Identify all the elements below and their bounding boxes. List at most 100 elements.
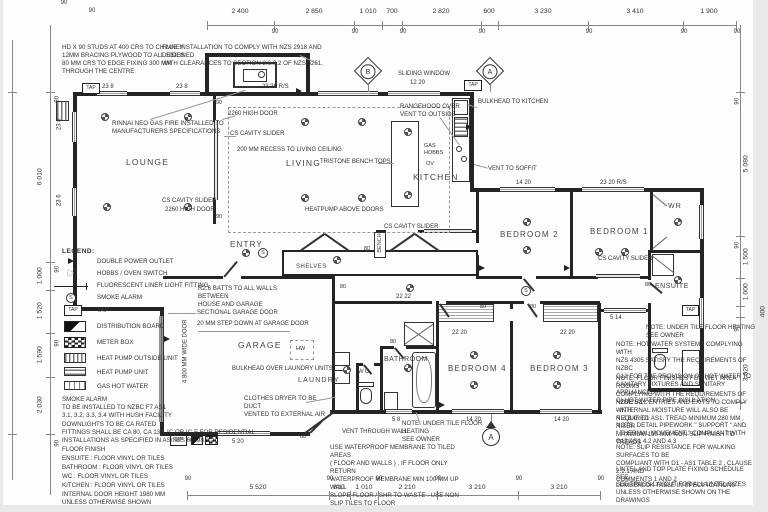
- wardrobe-bed4: [438, 304, 494, 322]
- section-marker-stem: [490, 84, 491, 92]
- legend-item-label: DOUBLE POWER OUTLET: [97, 258, 174, 265]
- door-width-tag: 80: [480, 304, 487, 310]
- window: [170, 91, 200, 96]
- dim-90: 90: [734, 97, 741, 105]
- door-width-tag: 80: [364, 246, 371, 252]
- sheet-edge-left: [0, 0, 3, 512]
- window-label: 5 14: [610, 315, 622, 321]
- wall-wr-west: [650, 191, 653, 253]
- ensuite-wc-pan: [654, 354, 666, 370]
- wall-bath-north: [406, 346, 438, 349]
- section-marker-b: B: [353, 56, 383, 86]
- dim-90: 90: [271, 29, 279, 35]
- dim-tick: [402, 21, 403, 30]
- window: [386, 409, 412, 414]
- power-outlet-icon: [164, 336, 170, 342]
- downlight-icon: [595, 248, 603, 256]
- wall-slider-jamb: [213, 198, 216, 224]
- downlight-icon: [358, 118, 366, 126]
- note-garage-door-width: 4 800 MM WIDE DOOR: [182, 319, 189, 384]
- dim-label: 1 010: [355, 484, 373, 491]
- laundry-tub: [334, 352, 350, 366]
- note-floor-wc: WC : FLOOR VINYL OR TILES: [62, 473, 148, 480]
- hw-unit-dashed: [290, 340, 314, 360]
- bath-vanity: [384, 392, 398, 410]
- dim-tick: [736, 236, 745, 237]
- dim-tick: [274, 21, 275, 30]
- note-step-down: 20 MM STEP DOWN AT GARAGE DOOR: [197, 321, 309, 327]
- window-label: 14 20: [554, 417, 570, 423]
- note-heatpump: HEATPUMP ABOVE DOORS: [305, 207, 384, 213]
- power-outlet-icon: [479, 265, 485, 271]
- bath-tub: [412, 352, 436, 408]
- power-outlet-icon: [296, 88, 302, 94]
- dim-tick: [736, 278, 745, 279]
- wall-wc-north: [374, 363, 382, 366]
- note-floor-finish: FLOOR FINISH: [62, 446, 106, 453]
- dim-tick: [354, 21, 355, 30]
- dim-90: 90: [54, 339, 61, 347]
- downlight-icon: [301, 194, 309, 202]
- note-waterproof: USE WATERPROOF MEMBRANE TO TILED AREAS (…: [330, 444, 459, 508]
- meter-box: [205, 436, 218, 445]
- dim-label: 2 820: [432, 8, 450, 15]
- note-cavity-slider: CS CAVITY SLIDER: [230, 131, 285, 137]
- sheet-edge-right: [753, 0, 768, 512]
- note-floor-kitchen: KITCHEN : FLOOR VINYL OR TILES: [62, 482, 165, 489]
- room-label-kitchen: KITCHEN: [413, 172, 459, 182]
- window-label: 23 20 R/S: [600, 180, 627, 186]
- wall-hall-south: [332, 301, 432, 304]
- dim-tick: [736, 402, 745, 403]
- ensuite-cistern: [652, 348, 668, 353]
- dim-tick: [46, 290, 55, 291]
- downlight-icon: [523, 246, 531, 254]
- dim-label: 810: [333, 484, 345, 491]
- note-gas-fire: RINNAI NEO GAS FIRE INSTALLED TO MANUFAC…: [112, 120, 224, 136]
- dim-90: 90: [597, 476, 605, 482]
- cavity-slider: [596, 274, 640, 278]
- note-chimney: HD X 90 STUDS AT 400 CRS TO CHIMNEY 12MM…: [62, 44, 185, 76]
- window: [97, 91, 127, 96]
- wall-bed2-south: [476, 276, 522, 279]
- door-leaf: [223, 260, 238, 278]
- wall-bench-nook: [376, 230, 386, 233]
- section-marker-pointer: [486, 421, 496, 428]
- downlight-icon: [674, 218, 682, 226]
- note-vent-wall: VENT THROUGH WALL: [342, 429, 408, 435]
- room-label-bench: BENCH: [377, 233, 383, 253]
- wall-bed1-south: [572, 276, 598, 279]
- wall-garage-north: [241, 276, 335, 279]
- dim-90: 90: [184, 476, 192, 482]
- wall-garage-north: [163, 276, 223, 279]
- note-sectional-door: SECTIONAL GARAGE DOOR: [197, 310, 278, 316]
- note-under-tile: NOTE: UNDER TILE FLOOR HEATING SEE OWNER: [402, 420, 483, 444]
- window-label: 23 8: [56, 118, 63, 131]
- note-bench-tops: TRISTONE BENCH TOPS: [320, 159, 391, 165]
- dim-label: 1 000: [742, 283, 750, 301]
- door-width-tag: 80: [645, 282, 652, 288]
- window: [388, 91, 440, 96]
- note-hot-water: NOTE: HOT WATER SYSTEMS COMPLYING WITH N…: [616, 341, 751, 405]
- shelf-peak: [299, 232, 326, 252]
- note-flue: FLUE INSTALLATION TO COMPLY WITH NZS 291…: [162, 44, 323, 68]
- dim-tick: [736, 21, 737, 30]
- door-width-tag: 80: [340, 284, 347, 290]
- heat-pump-icon: [64, 367, 86, 376]
- robe-label: 22 20: [452, 330, 468, 336]
- wall-bed2-south: [536, 276, 573, 279]
- dim-90: 90: [54, 265, 61, 273]
- dim-line-left-outer: [12, 40, 13, 480]
- door-width-tag: 80: [530, 304, 537, 310]
- dim-90: 90: [375, 476, 383, 482]
- wall-bed3-bed4: [510, 321, 513, 412]
- room-label-laundry: LAUNDRY: [298, 377, 340, 384]
- room-label-entry: ENTRY: [230, 240, 263, 249]
- dim-label: 1 590: [36, 346, 44, 364]
- room-label-garage: GARAGE: [238, 340, 282, 350]
- dim-90: 90: [680, 29, 688, 35]
- window-label: 23 8: [176, 84, 188, 90]
- room-label-bed3: BEDROOM 3: [530, 364, 589, 373]
- note-sliding-window: SLIDING WINDOW: [398, 71, 450, 77]
- window: [604, 308, 646, 313]
- wr-shelf-diagonal: [652, 236, 668, 249]
